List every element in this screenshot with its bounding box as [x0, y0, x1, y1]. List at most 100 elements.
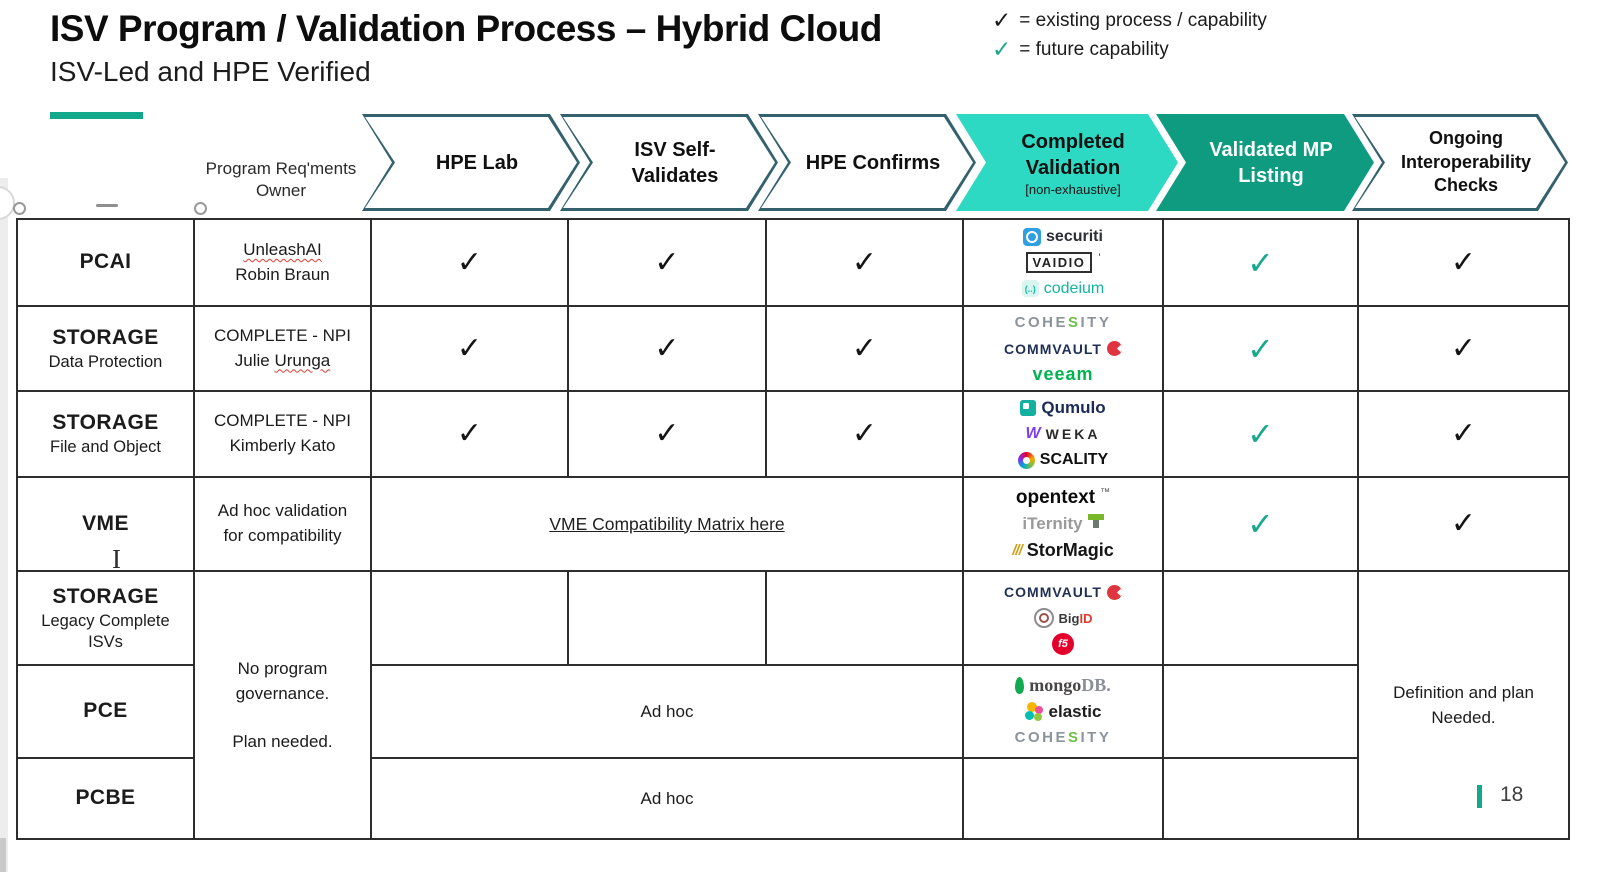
owner-line: Robin Braun	[235, 264, 330, 284]
owner-line: COMPLETE - NPI	[214, 325, 351, 345]
bigid-logo: BigID	[1033, 607, 1092, 629]
cell-vme-matrix-link: VME Compatibility Matrix here	[372, 478, 964, 572]
check-icon-green: ✓	[1247, 330, 1274, 367]
category-label: STORAGE	[52, 325, 159, 349]
check-icon: ✓	[654, 417, 680, 450]
check-icon-green: ✓	[1247, 416, 1274, 452]
process-step-completed-validation: Completed Validation [non-exhaustive]	[956, 114, 1178, 211]
page-number: 18	[1500, 783, 1524, 806]
adhoc-label: Ad hoc	[640, 701, 694, 721]
check-icon: ✓	[1450, 331, 1477, 365]
cell-pce-adhoc: Ad hoc	[372, 666, 964, 759]
commvault-logo: COMMVAULT	[1004, 581, 1122, 603]
cell-governance-note: No program governance. Plan needed.	[195, 572, 372, 840]
selection-handle-icon[interactable]	[194, 202, 207, 215]
owner-line: COMPLETE - NPI	[214, 411, 351, 431]
cohesity-logo: COHESITY	[1014, 729, 1112, 746]
check-icon-green: ✓	[992, 36, 1012, 62]
cell-pcai-ongoing: ✓	[1359, 220, 1570, 307]
qumulo-logo: Qumulo	[1020, 397, 1106, 419]
step-label: HPE Confirms	[805, 151, 941, 174]
scality-logo: SCALITY	[1017, 449, 1108, 471]
step-label: Completed Validation	[1021, 130, 1125, 179]
check-icon: ✓	[851, 245, 878, 279]
definition-line: Needed.	[1431, 708, 1496, 727]
owner-line: Kimberly Kato	[229, 436, 336, 455]
cell-storage-dp-hpe-lab: ✓	[372, 307, 569, 392]
selection-handle-icon[interactable]	[13, 202, 26, 215]
iternity-logo: iTernity	[1022, 513, 1104, 535]
commvault-logo: COMMVAULT	[1004, 338, 1122, 360]
legend-future-label: = future capability	[1019, 39, 1169, 60]
cell-vme-category: VME	[18, 478, 195, 572]
slide-edge-strip	[0, 178, 8, 872]
page-subtitle: ISV-Led and HPE Verified	[50, 56, 371, 87]
legend-existing-label: = existing process / capability	[1019, 10, 1267, 31]
check-icon: ✓	[654, 245, 680, 279]
cell-pcai-isv-self: ✓	[569, 220, 767, 307]
owner-column-header: Program Req'ments Owner	[196, 158, 366, 203]
veeam-logo: veeam	[1032, 364, 1094, 384]
cell-storage-dp-completed-logos: COHESITY COMMVAULT veeam	[964, 307, 1164, 392]
owner-header-line1: Program Req'ments	[205, 159, 357, 178]
page-number-accent-bar	[1477, 785, 1482, 808]
step-note: [non-exhaustive]	[1025, 181, 1121, 197]
cell-storage-legacy-isv-self-empty	[569, 572, 767, 666]
weka-logo: W WEKA	[1025, 425, 1101, 442]
vme-compatibility-link[interactable]: VME Compatibility Matrix here	[549, 513, 785, 534]
opentext-logo: opentext ™	[1015, 487, 1111, 508]
cell-vme-validated-mp: ✓	[1164, 478, 1359, 572]
commvault-icon	[1106, 341, 1122, 356]
process-step-ongoing-interoperability: Ongoing Interoperability Checks	[1352, 114, 1568, 211]
category-sublabel: Data Protection	[48, 352, 163, 371]
cell-storage-fo-category: STORAGE File and Object	[18, 392, 195, 478]
iternity-icon	[1087, 514, 1104, 528]
cell-vme-completed-logos: opentext ™ iTernity /// StorMagic	[964, 478, 1164, 572]
commvault-icon	[1106, 584, 1122, 600]
codeium-icon: (..)	[1021, 280, 1039, 297]
cell-storage-legacy-hpe-confirms-empty	[767, 572, 964, 666]
cell-pce-completed-logos: mongoDB. elastic COHESITY	[964, 666, 1164, 759]
cell-definition-note: Definition and plan Needed.	[1359, 572, 1570, 840]
step-label: ISV Self- Validates	[631, 138, 719, 187]
cell-storage-fo-ongoing: ✓	[1359, 392, 1570, 478]
legend-future: ✓ = future capability	[992, 35, 1267, 64]
selection-handle-dash[interactable]	[96, 204, 118, 207]
category-sublabel: File and Object	[50, 438, 161, 457]
qumulo-icon	[1020, 400, 1037, 416]
cell-pce-category: PCE	[18, 666, 195, 759]
owner-line: UnleashAI	[243, 239, 322, 259]
cell-storage-fo-hpe-confirms: ✓	[767, 392, 964, 478]
cell-storage-dp-owner: COMPLETE - NPI Julie Urunga	[195, 307, 372, 392]
check-icon: ✓	[456, 245, 483, 279]
hpe-accent-bar	[50, 112, 143, 119]
cell-pcbe-category: PCBE	[18, 759, 195, 840]
category-label: PCBE	[75, 786, 136, 810]
elastic-icon	[1024, 702, 1044, 721]
cell-storage-legacy-validated-mp-empty	[1164, 572, 1359, 666]
cell-storage-fo-isv-self: ✓	[569, 392, 767, 478]
category-label: VME	[82, 511, 129, 535]
cell-storage-dp-validated-mp: ✓	[1164, 307, 1359, 392]
process-step-validated-mp-listing: Validated MP Listing	[1156, 114, 1374, 211]
mongodb-leaf-icon	[1015, 677, 1025, 694]
cell-storage-fo-hpe-lab: ✓	[372, 392, 569, 478]
step-label: Ongoing Interoperability Checks	[1400, 128, 1532, 196]
f5-logo: f5	[1051, 633, 1074, 655]
category-label: STORAGE	[52, 411, 159, 435]
check-icon: ✓	[1450, 245, 1477, 279]
check-icon: ✓	[851, 331, 878, 365]
owner-header-line2: Owner	[255, 181, 307, 201]
selection-handle-icon[interactable]	[0, 186, 15, 220]
legend-existing: ✓ = existing process / capability	[992, 6, 1267, 35]
cell-storage-dp-isv-self: ✓	[569, 307, 767, 392]
cell-pcai-completed-logos: securiti VAIDIO ' (..) codeium	[964, 220, 1164, 307]
page-title: ISV Program / Validation Process – Hybri…	[50, 8, 882, 49]
securiti-logo: securiti	[1023, 226, 1103, 248]
cell-storage-fo-completed-logos: Qumulo W WEKA SCALITY	[964, 392, 1164, 478]
cell-storage-fo-owner: COMPLETE - NPI Kimberly Kato	[195, 392, 372, 478]
category-label: PCE	[83, 699, 128, 723]
process-step-isv-self-validates: ISV Self- Validates	[560, 114, 778, 211]
text-cursor-icon: I	[112, 544, 121, 574]
check-icon: ✓	[851, 417, 878, 450]
